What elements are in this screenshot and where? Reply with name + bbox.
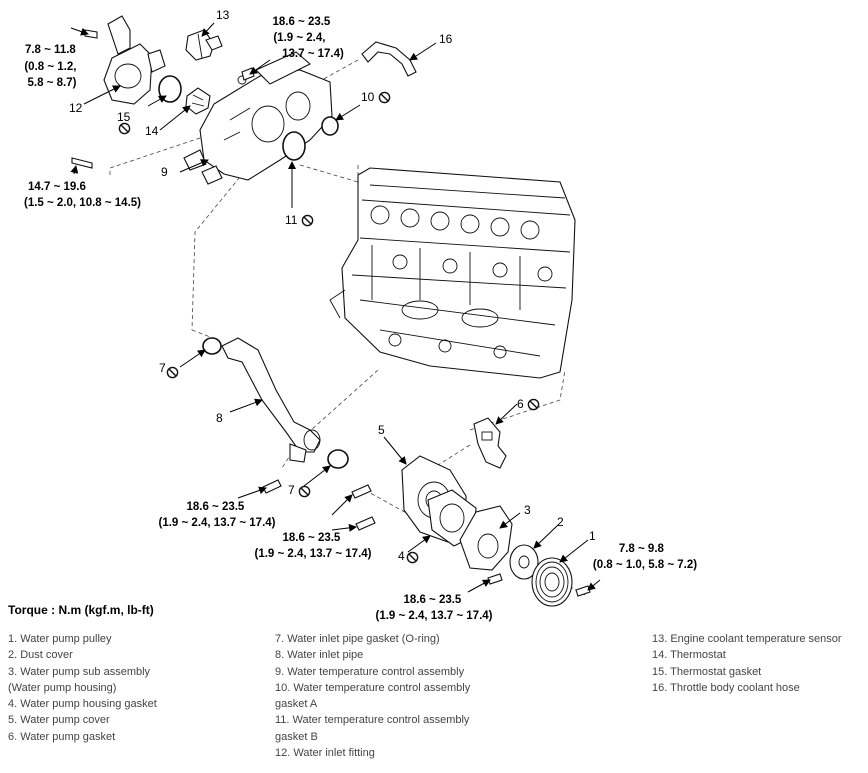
callout-1: 1	[589, 529, 596, 543]
callout-15: 15	[117, 110, 131, 124]
legend-item: 16. Throttle body coolant hose	[652, 681, 800, 694]
no-reuse-icon	[378, 91, 391, 104]
torque-spec-pulley: 7.8 ~ 9.8 (0.8 ~ 1.0, 5.8 ~ 7.2)	[593, 543, 697, 571]
callout-13: 13	[216, 8, 230, 22]
legend-item: (Water pump housing)	[8, 681, 117, 694]
callout-9: 9	[161, 165, 168, 179]
torque-spec-left-mid: 14.7 ~ 19.6 (1.5 ~ 2.0, 10.8 ~ 14.5)	[24, 181, 141, 209]
callout-16: 16	[439, 32, 453, 46]
callout-6: 6	[517, 397, 524, 411]
legend-item: 4. Water pump housing gasket	[8, 698, 157, 711]
legend-item: 11. Water temperature control assembly	[275, 714, 470, 727]
callout-7-lower: 7	[288, 483, 295, 497]
torque-spec-inlet-pipe: 18.6 ~ 23.5 (1.9 ~ 2.4, 13.7 ~ 17.4)	[159, 501, 276, 529]
legend-item: gasket B	[275, 730, 318, 743]
water-pump-pulley	[531, 557, 573, 607]
legend-column-1: 1. Water pump pulley 2. Dust cover 3. Wa…	[8, 631, 157, 745]
water-pump-sub-assembly	[459, 505, 513, 571]
legend-item: 7. Water inlet pipe gasket (O-ring)	[275, 633, 440, 645]
no-reuse-icon	[527, 398, 540, 411]
callout-8: 8	[216, 411, 223, 425]
water-inlet-fitting	[84, 15, 166, 105]
legend-item: 14. Thermostat	[652, 649, 726, 662]
legend-item: 15. Thermostat gasket	[652, 665, 762, 678]
coolant-temp-sensor	[185, 29, 223, 61]
inlet-pipe-oring-lower	[327, 449, 349, 469]
callout-7-upper: 7	[159, 361, 166, 375]
torque-spec-sub-assembly: 18.6 ~ 23.5 (1.9 ~ 2.4, 13.7 ~ 17.4)	[376, 594, 493, 622]
legend-item: 9. Water temperature control assembly	[275, 665, 465, 678]
callout-4: 4	[398, 549, 405, 563]
callout-11: 11	[285, 213, 298, 227]
part-callouts: 1 2 3 4 5 6 7 7 8 9 10 11 12 13 14 15 16	[69, 8, 596, 563]
no-reuse-icon	[298, 485, 311, 498]
legend-item: 2. Dust cover	[8, 649, 73, 662]
water-pump-gasket	[473, 417, 507, 469]
legend-item: 6. Water pump gasket	[8, 730, 116, 743]
leader-lines	[70, 22, 601, 593]
callout-5: 5	[378, 423, 385, 437]
water-temp-control-assembly	[183, 51, 333, 185]
legend-item: gasket A	[275, 698, 318, 711]
gasket-b	[282, 131, 306, 161]
engine-block-drawing	[329, 167, 576, 379]
legend-item: 10. Water temperature control assembly	[275, 681, 471, 694]
dust-cover	[509, 544, 539, 580]
no-reuse-icon	[166, 366, 179, 379]
callout-14: 14	[145, 124, 159, 138]
torque-spec-top-left: 7.8 ~ 11.8 (0.8 ~ 1.2, 5.8 ~ 8.7)	[24, 44, 79, 89]
callout-3: 3	[524, 503, 531, 517]
torque-spec-pump-cover: 18.6 ~ 23.5 (1.9 ~ 2.4, 13.7 ~ 17.4)	[255, 532, 372, 560]
thermostat-gasket	[158, 75, 182, 103]
no-reuse-icon	[406, 551, 419, 564]
legend-column-3: 13. Engine coolant temperature sensor 14…	[652, 631, 842, 696]
no-reuse-icon	[118, 122, 131, 135]
callout-10: 10	[361, 90, 375, 104]
legend-item: 12. Water inlet fitting	[275, 747, 375, 760]
legend-item: 13. Engine coolant temperature sensor	[652, 633, 842, 645]
torque-spec-top-center: 18.6 ~ 23.5 (1.9 ~ 2.4, 13.7 ~ 17.4)	[272, 16, 344, 60]
no-reuse-icon	[301, 214, 314, 227]
water-inlet-pipe	[221, 337, 321, 463]
bolts	[71, 67, 591, 597]
legend-item: 8. Water inlet pipe	[275, 649, 364, 662]
legend-item: 1. Water pump pulley	[8, 633, 112, 645]
legend-column-2: 7. Water inlet pipe gasket (O-ring) 8. W…	[275, 631, 470, 761]
thermostat	[185, 87, 211, 115]
legend-item: 3. Water pump sub assembly	[8, 665, 151, 678]
torque-units-title: Torque : N.m (kgf.m, lb-ft)	[8, 603, 154, 617]
callout-12: 12	[69, 101, 83, 115]
legend-item: 5. Water pump cover	[8, 714, 110, 727]
callout-2: 2	[557, 515, 564, 529]
inlet-pipe-oring	[202, 337, 222, 355]
throttle-body-coolant-hose	[361, 41, 417, 77]
gasket-a	[321, 116, 339, 136]
